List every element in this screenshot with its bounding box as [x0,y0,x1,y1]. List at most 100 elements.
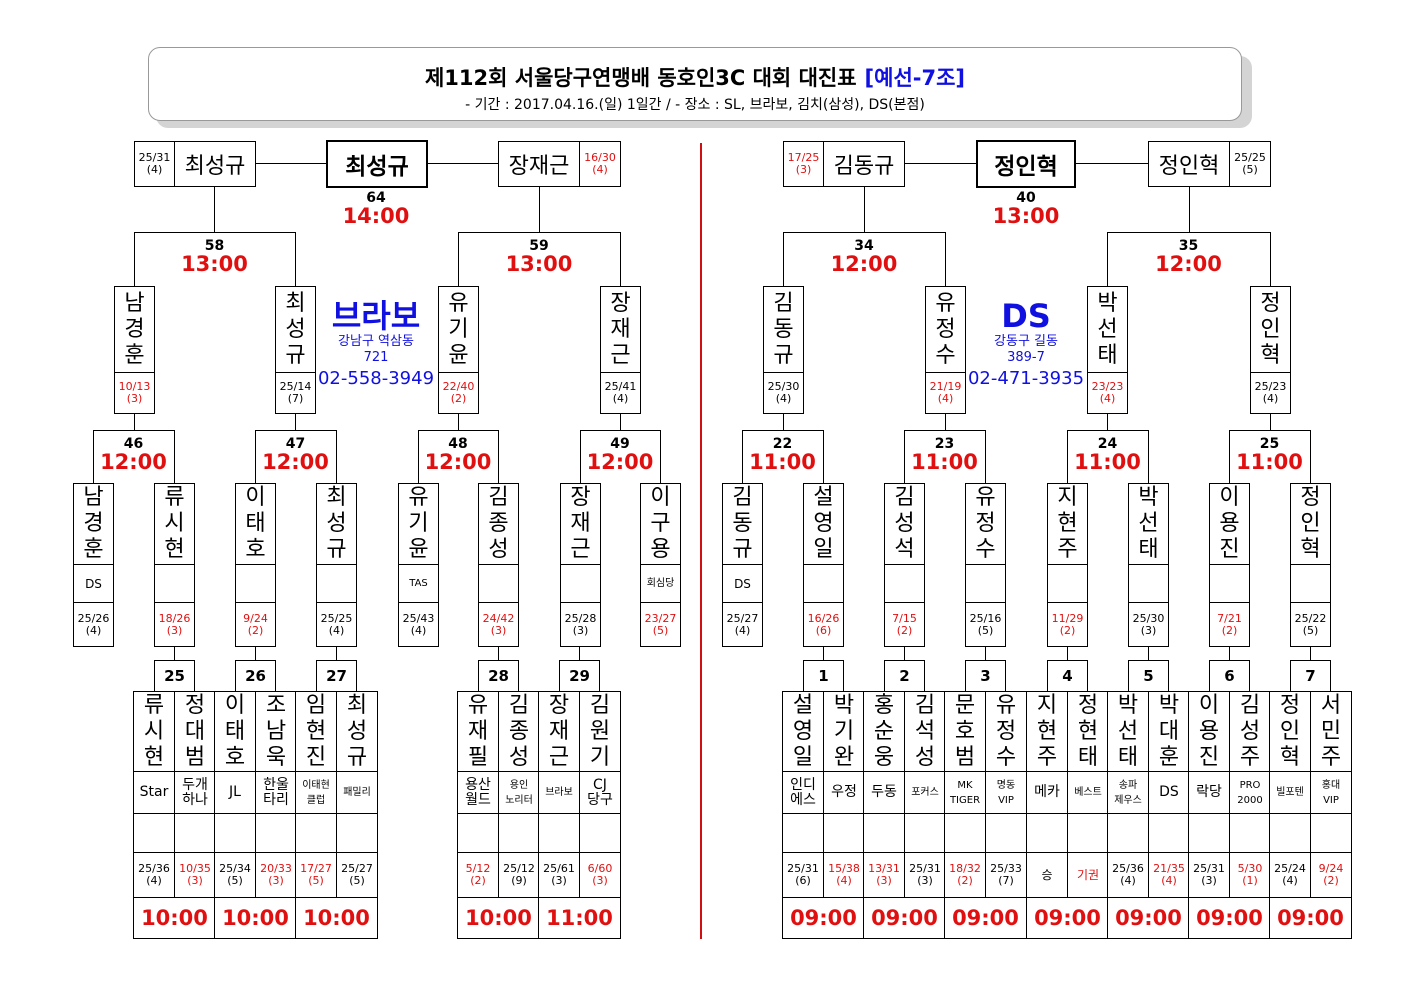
name-char: 최 [326,485,347,510]
score-text: 25/33 [990,862,1022,875]
connector-line [1189,187,1190,233]
name-char: 근 [610,342,631,368]
score-cell: 7/21(2) [1209,602,1250,647]
r1-player-club: 빌포텐 [1269,771,1311,814]
name-char: 수 [995,744,1017,770]
score-cell: 10/35(3) [174,852,216,898]
name-char: 태 [245,511,266,536]
innings-text: (4) [836,874,852,887]
connector-line [214,187,215,233]
innings-text: (7) [998,874,1014,887]
score-text: 21/19 [929,380,962,393]
connector-line [1229,430,1230,484]
name-char: 대 [184,718,206,744]
r1-blank-cell [1067,813,1109,853]
r1-player-club: 브라보 [538,771,580,814]
innings-text: (4) [1161,874,1177,887]
r1-player-club: PRO 2000 [1229,771,1271,814]
r1-blank-cell [1148,813,1190,853]
connector-line [945,232,946,287]
score-text: 25/27 [726,611,759,625]
score-text: 17/27 [300,862,332,875]
name-char: 김 [732,485,753,510]
score-cell: 18/26(3) [154,602,195,647]
name-char: 재 [467,718,489,744]
group-match-number: 29 [559,660,600,692]
name-char: 설 [792,692,814,718]
r2-player-club [1209,564,1250,603]
score-cell: 16/26(6) [803,602,844,647]
name-char: 김 [773,290,794,316]
score-text: 25/25 [1234,151,1266,164]
name-char: 규 [773,342,794,368]
r1-blank-cell [1188,813,1230,853]
name-char: 이 [1219,485,1240,510]
innings-text: (3) [551,874,567,887]
r1-player-club: 락당 [1188,771,1230,814]
semi-match-number: 58 [204,238,225,254]
name-char: 이 [224,692,246,718]
score-text: 24/42 [482,611,515,625]
score-cell: 13/31(3) [863,852,905,898]
innings-text: (2) [470,874,486,887]
innings-text: (1) [1242,874,1258,887]
name-char: 이 [1198,692,1220,718]
r1-blank-cell [255,813,297,853]
score-text: 25/31 [1193,862,1225,875]
name-char: 윤 [408,537,429,562]
score-cell: 25/61(3) [538,852,580,898]
connector-line [174,430,175,484]
name-char: 수 [935,342,956,368]
connector-line [1229,430,1311,431]
score-text: 25/24 [1274,862,1306,875]
name-char: 재 [570,511,591,536]
header-box: 제112회 서울당구연맹배 동호인3C 대회 대진표[예선-7조] - 기간 :… [148,47,1242,121]
name-char: 정 [1077,692,1099,718]
name-char: 석 [894,537,915,562]
name-char: 태 [1138,537,1159,562]
name-char: 구 [650,511,671,536]
name-char: 수 [975,537,996,562]
innings-text: (2) [1059,623,1076,637]
connector-line [134,413,135,431]
score-cell: 25/25(4) [316,602,357,647]
connector-line [1229,646,1230,662]
r2-player-club: DS [73,564,114,603]
name-char: 주 [1036,744,1058,770]
name-char: 기 [408,511,429,536]
score-cell: 9/24(2) [235,602,276,647]
innings-text: (4) [146,874,162,887]
innings-text: (4) [85,623,102,637]
score-cell: 25/22(5) [1290,602,1331,647]
r1-blank-cell [457,813,499,853]
connector-line [783,232,946,233]
innings-text: (4) [1282,874,1298,887]
score-text: 25/12 [503,862,535,875]
r1-blank-cell [214,813,256,853]
innings-text: (2) [247,623,264,637]
connector-line [93,430,175,431]
score-cell: 23/23(4) [1087,372,1128,414]
score-text: 17/25 [787,151,820,164]
r2-player-club: TAS [398,564,439,603]
name-char: 종 [508,718,530,744]
group-match-number: 25 [154,660,195,692]
final-left-player: 최성규 [174,141,256,187]
connector-line [823,430,824,484]
name-char: 박 [1117,692,1139,718]
connector-line [1067,430,1149,431]
name-char: 인 [1300,511,1321,536]
r1-player-club: 두동 [863,771,905,814]
group-match-time: 10:00 [457,897,540,939]
score-text: 5/12 [465,862,491,875]
name-char: 시 [143,718,165,744]
